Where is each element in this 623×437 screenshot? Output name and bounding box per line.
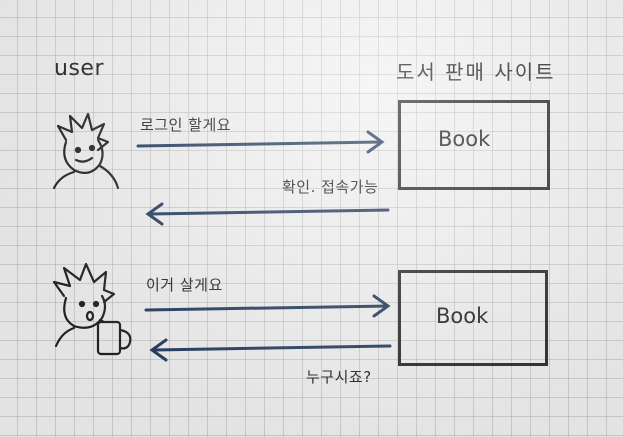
user-figure-bottom [52,262,132,356]
book-label-bottom: Book [436,304,489,328]
arrow-who [149,338,392,362]
site-label: 도서 판매 사이트 [396,60,556,84]
message-login: 로그인 할게요 [140,116,232,134]
arrow-confirm [145,202,390,226]
arrow-login [136,130,385,154]
user-figure-top [52,112,120,190]
message-buy: 이거 살게요 [146,276,223,294]
message-confirm: 확인. 접속가능 [282,178,379,196]
arrow-buy [144,294,391,318]
user-label: user [54,56,104,81]
book-label-top: Book [438,127,491,151]
book-box-top [398,100,550,190]
message-who: 누구시죠? [306,368,372,386]
book-box-bottom [398,270,548,366]
